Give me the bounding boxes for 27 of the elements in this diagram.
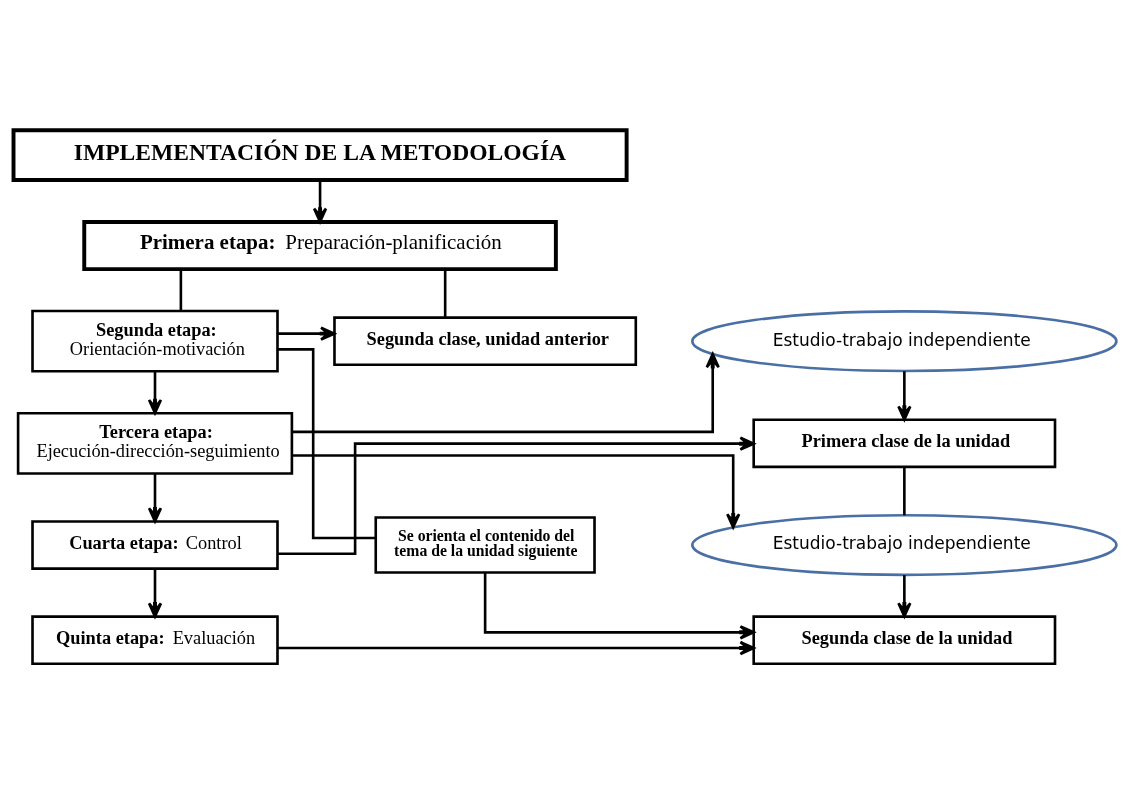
arrow bbox=[147, 569, 163, 618]
arrow bbox=[277, 436, 755, 556]
arrow bbox=[897, 575, 912, 618]
arrow bbox=[147, 473, 163, 523]
arrow bbox=[147, 371, 163, 415]
connector bbox=[903, 466, 906, 516]
node-box: Segunda clase de la unidad bbox=[752, 615, 1057, 666]
node-box: Tercera etapa: Ejecución-dirección-seguimiento bbox=[16, 411, 294, 475]
node-box: Segunda etapa: Orientación-motivación bbox=[31, 309, 279, 373]
connector bbox=[277, 348, 376, 540]
node-ellipse: Estudio-trabajo independiente bbox=[691, 310, 1118, 373]
node-box: Primera clase de la unidad bbox=[752, 418, 1057, 469]
node-box: Segunda clase, unidad anterior bbox=[333, 316, 638, 367]
node-box: IMPLEMENTACIÓN DE LA METODOLOGÍA bbox=[11, 128, 629, 182]
arrow bbox=[897, 371, 912, 421]
arrow bbox=[277, 326, 336, 341]
arrow bbox=[292, 352, 720, 434]
arrow bbox=[483, 572, 755, 640]
arrow bbox=[277, 640, 755, 656]
arrow bbox=[312, 180, 328, 224]
connector bbox=[443, 269, 447, 318]
node-box: Primera etapa: Preparación-planificación bbox=[82, 219, 558, 272]
node-box: Se orienta el contenido del tema de la unidad siguiente bbox=[374, 516, 596, 574]
node-box: Quinta etapa: Evaluación bbox=[31, 615, 279, 666]
connector bbox=[179, 269, 183, 311]
arrow bbox=[292, 454, 741, 529]
node-box: Cuarta etapa: Control bbox=[31, 520, 279, 570]
